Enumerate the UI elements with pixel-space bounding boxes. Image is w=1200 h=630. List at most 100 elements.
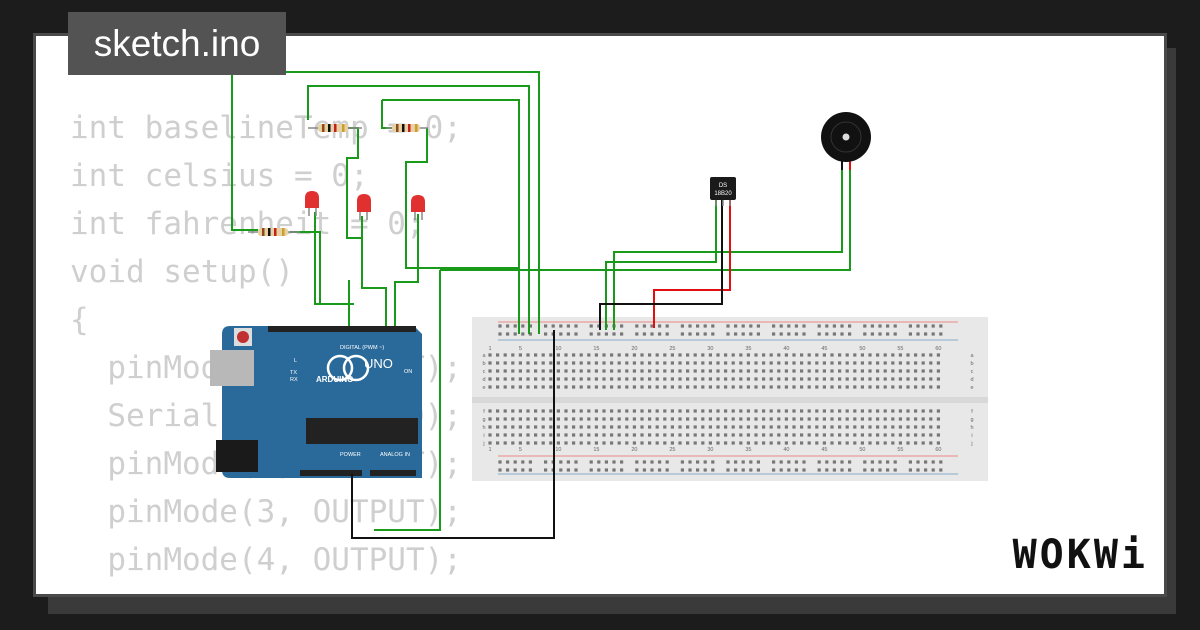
breadboard-hole (848, 324, 852, 328)
breadboard-hole (612, 468, 616, 472)
breadboard-hole (670, 409, 674, 413)
breadboard-hole (802, 460, 806, 464)
breadboard-hole (612, 332, 616, 336)
breadboard-hole (655, 377, 659, 381)
breadboard-hole (754, 425, 758, 429)
breadboard-hole (511, 417, 515, 421)
breadboard-hole (840, 324, 844, 328)
breadboard-hole (914, 361, 918, 365)
breadboard-column-number: 15 (593, 346, 599, 352)
breadboard-hole (693, 409, 697, 413)
breadboard-hole (716, 385, 720, 389)
breadboard-hole (898, 409, 902, 413)
breadboard-hole (746, 433, 750, 437)
breadboard-hole (572, 353, 576, 357)
breadboard-hole (939, 460, 943, 464)
breadboard-hole (544, 460, 548, 464)
breadboard-hole (741, 468, 745, 472)
breadboard-hole (518, 425, 522, 429)
breadboard-hole (579, 385, 583, 389)
breadboard-hole (838, 377, 842, 381)
breadboard-column-number: 60 (935, 346, 941, 352)
analog-header-label: ANALOG IN (380, 452, 410, 458)
sketch-title[interactable]: sketch.ino (68, 12, 286, 75)
breadboard-hole (886, 332, 890, 336)
breadboard-hole (665, 324, 669, 328)
resistor-1[interactable] (308, 124, 362, 132)
breadboard-hole (655, 361, 659, 365)
breadboard-hole (541, 369, 545, 373)
code-line: int celsius = 0; (70, 158, 369, 194)
breadboard-hole (594, 353, 598, 357)
breadboard-hole (929, 409, 933, 413)
breadboard-hole (906, 441, 910, 445)
breadboard-hole (496, 361, 500, 365)
temperature-sensor[interactable]: DS 18B20 (710, 177, 736, 206)
breadboard-hole (556, 361, 560, 365)
breadboard-hole (610, 385, 614, 389)
breadboard-hole (876, 425, 880, 429)
breadboard-hole (564, 441, 568, 445)
breadboard-hole (564, 425, 568, 429)
breadboard-hole (724, 433, 728, 437)
breadboard-hole (898, 353, 902, 357)
arduino-uno[interactable]: UNO ARDUINO DIGITAL (PWM ~) POWER ANALOG… (210, 326, 422, 478)
breadboard-hole (625, 441, 629, 445)
breadboard-hole (658, 468, 662, 472)
board-brand-label: UNO (364, 356, 393, 371)
buzzer[interactable] (821, 112, 871, 170)
breadboard-hole (693, 417, 697, 421)
breadboard-hole (655, 441, 659, 445)
breadboard-column-number: 20 (631, 447, 637, 453)
breadboard-hole (703, 324, 707, 328)
breadboard-hole (496, 441, 500, 445)
resistor-2[interactable] (386, 124, 428, 132)
breadboard-hole (701, 441, 705, 445)
breadboard-hole (648, 441, 652, 445)
breadboard-hole (693, 353, 697, 357)
led-2[interactable] (357, 194, 371, 220)
power-header (300, 470, 362, 476)
breadboard-hole (777, 425, 781, 429)
led-rx-label: RX (290, 377, 298, 383)
breadboard-hole (559, 460, 563, 464)
breadboard-hole (632, 433, 636, 437)
breadboard-hole (832, 468, 836, 472)
breadboard-hole (825, 332, 829, 336)
breadboard-hole (549, 433, 553, 437)
breadboard-holes (488, 324, 943, 472)
breadboard-hole (853, 369, 857, 373)
breadboard-hole (579, 361, 583, 365)
breadboard-hole (794, 460, 798, 464)
breadboard-hole (541, 385, 545, 389)
breadboard-hole (754, 385, 758, 389)
led-1[interactable] (305, 191, 319, 216)
breadboard-hole (898, 417, 902, 421)
breadboard-hole (815, 441, 819, 445)
breadboard-hole (625, 385, 629, 389)
breadboard-hole (870, 468, 874, 472)
breadboard-hole (739, 377, 743, 381)
breadboard-hole (617, 409, 621, 413)
breadboard-hole (534, 417, 538, 421)
breadboard-hole (564, 433, 568, 437)
breadboard-hole (655, 369, 659, 373)
resistor-3[interactable] (248, 228, 300, 236)
breadboard-hole (648, 417, 652, 421)
breadboard-hole (863, 324, 867, 328)
breadboard-hole (848, 332, 852, 336)
breadboard-hole (541, 409, 545, 413)
power-wires (351, 200, 731, 539)
breadboard-column-number: 1 (488, 447, 491, 453)
led-3[interactable] (411, 195, 425, 220)
breadboard-hole (716, 441, 720, 445)
breadboard-hole (594, 409, 598, 413)
breadboard-hole (800, 377, 804, 381)
breadboard-hole (769, 433, 773, 437)
breadboard-row-letter: a (482, 353, 486, 359)
breadboard-hole (838, 369, 842, 373)
breadboard-hole (693, 441, 697, 445)
breadboard-hole (655, 409, 659, 413)
